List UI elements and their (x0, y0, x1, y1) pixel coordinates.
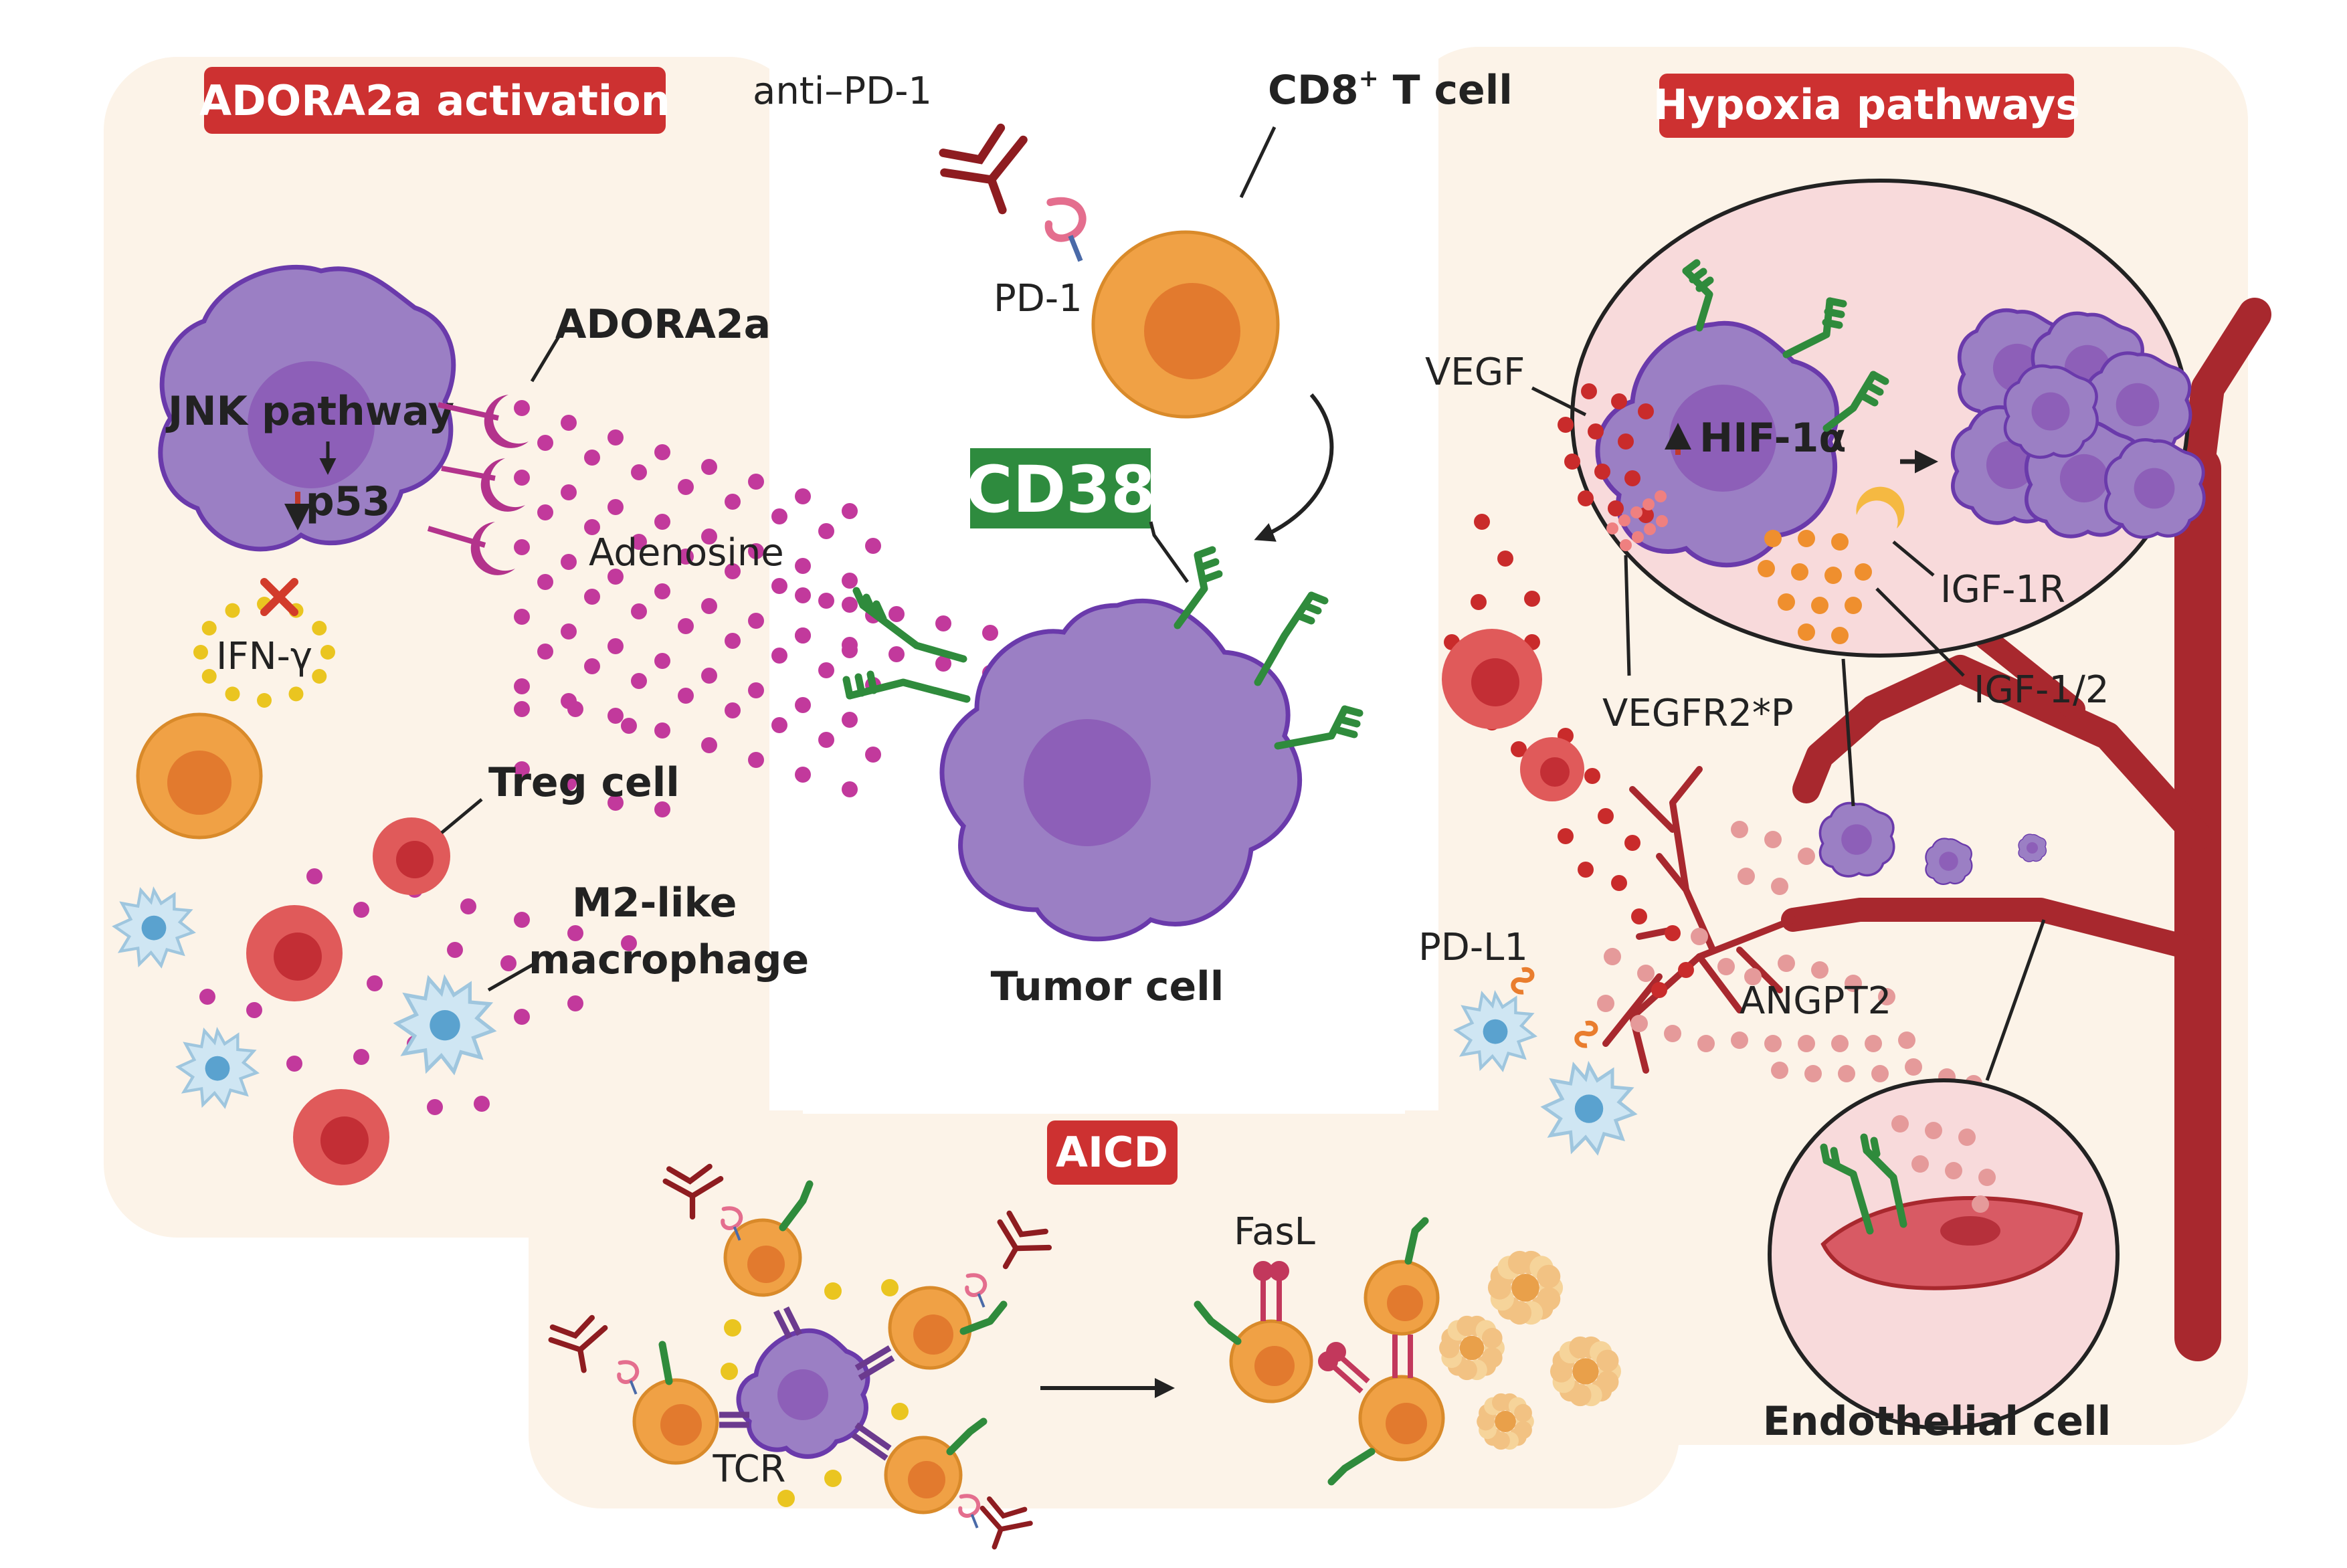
hypoxia-red-cells (1442, 629, 1584, 801)
aicd-yellow-dots (721, 1279, 909, 1507)
hypoxia-panel: HIF-1α IGF-1R IGF-1/2 VEGF VEGFR2*P (1418, 179, 2271, 1445)
angpt2-label: ANGPT2 (1740, 979, 1891, 1023)
cd8-label: CD8+ T cell (1268, 65, 1513, 114)
treg-pointer (440, 798, 483, 834)
tcr-label: TCR (713, 1448, 786, 1491)
hif-label: HIF-1α (1699, 415, 1847, 462)
vegfr2-label: VEGFR2*P (1602, 692, 1794, 735)
ifn-label: IFN-γ (216, 635, 312, 678)
m2-pointer (487, 961, 537, 992)
pd1-label: PD-1 (994, 277, 1083, 320)
fasl-ligands (1253, 1261, 1413, 1393)
vegf-dots (1444, 383, 1694, 998)
endothelial-pointer (1985, 919, 2046, 1081)
adora2a-label: ADORA2a (555, 301, 771, 348)
igf12-pointer (1875, 587, 1965, 677)
anti-pd1-label: anti–PD-1 (753, 70, 932, 113)
migrating-tumor-cell-3 (2018, 834, 2047, 862)
treg-cells (246, 817, 450, 1185)
svg-text:AICD: AICD (1056, 1128, 1168, 1177)
adora2a-pointer (530, 330, 564, 383)
ifn-block-x (260, 578, 298, 616)
aicd-panel: TCR FasL (549, 1167, 1622, 1556)
fasl-label: FasL (1234, 1210, 1315, 1254)
m2-label-line2: macrophage (529, 937, 809, 983)
cd8-t-cell-nucleus (1144, 283, 1240, 379)
endothelial-cell-shape (1820, 1196, 2083, 1290)
cd38-badge: CD38 (965, 448, 1155, 528)
jnk-label: JNK pathway (165, 388, 454, 435)
aicd-t-cells (632, 1218, 972, 1514)
p53-label: p53 (306, 478, 390, 525)
vegfr2-pointer (1624, 555, 1631, 676)
migrating-tumor-cell-1 (1818, 801, 1895, 878)
adora-panel: JNK pathway p53 ADORA2a Adenosine IFN-γ (115, 264, 1092, 1185)
endothelial-ligands (1820, 1133, 1907, 1235)
m2-label-line1: M2-like (572, 880, 737, 926)
cd8-pointer (1239, 126, 1277, 199)
pdl1-label: PD-L1 (1418, 926, 1528, 969)
cd8-to-tumor-arrow (1254, 393, 1334, 542)
adenosine-dots (199, 400, 1092, 1115)
center-panel-bg (769, 40, 1438, 1110)
svg-text:ADORA2a activation: ADORA2a activation (199, 76, 670, 125)
vegf-label: VEGF (1425, 351, 1525, 394)
vegf-pointer (1531, 386, 1587, 417)
adora-title: ADORA2a activation (199, 67, 670, 134)
svg-text:Hypoxia pathways: Hypoxia pathways (1653, 80, 2080, 129)
adora-tumor-nucleus (248, 361, 375, 488)
vegfr2-chains (1606, 490, 1668, 551)
main-tumor-nucleus (1024, 719, 1151, 846)
aicd-title: AICD (1047, 1120, 1178, 1185)
igf-dots (1758, 530, 1872, 644)
fasl-t-cells (1229, 1260, 1445, 1462)
pdl1-ligand-1 (1511, 967, 1535, 995)
pdl1-ligand-2 (1574, 1020, 1598, 1048)
aicd-small-ligands (658, 1180, 1008, 1456)
igf1r-label: IGF-1R (1940, 568, 2065, 611)
fasl-green-ligands (1194, 1217, 1429, 1486)
apoptotic-debris (1439, 1250, 1622, 1450)
migration-line (1841, 658, 1855, 807)
migrating-tumor-cell-2 (1925, 838, 1973, 885)
hypoxic-cell-ligands (1682, 259, 1889, 432)
igf1r-pointer (1892, 541, 1935, 577)
igf12-label: IGF-1/2 (1974, 668, 2109, 712)
adora2a-receptors (427, 395, 529, 575)
adenosine-label: Adenosine (589, 531, 784, 575)
cd38-pointer (1149, 521, 1190, 583)
center-section: anti–PD-1 PD-1 CD8+ T cell CD38 Tumor ce… (753, 65, 1513, 1010)
endothelial-label: Endothelial cell (1763, 1398, 2111, 1445)
svg-text:CD38: CD38 (965, 452, 1155, 527)
endothelial-dots (1891, 1115, 1996, 1213)
hypoxia-title: Hypoxia pathways (1653, 74, 2080, 138)
igf1r-receptor (1856, 486, 1905, 528)
tcr-bars (719, 1306, 895, 1461)
ifn-dots (193, 597, 335, 708)
cd38-ligands (842, 546, 1364, 750)
tumor-cell-label: Tumor cell (991, 963, 1224, 1010)
treg-label: Treg cell (488, 759, 680, 806)
